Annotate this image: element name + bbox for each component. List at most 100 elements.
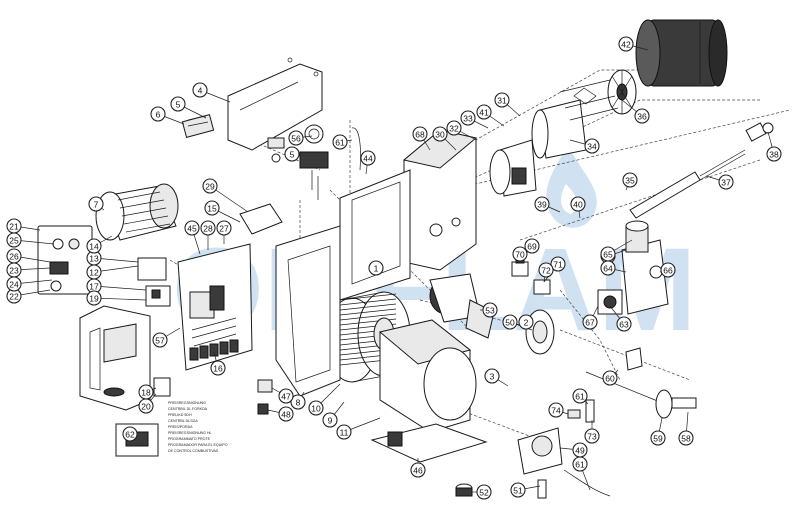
callout-number: 71 bbox=[553, 260, 563, 270]
callout-number: 61 bbox=[335, 138, 345, 148]
callout-circle bbox=[360, 150, 376, 166]
callout-7: 7 bbox=[88, 196, 104, 212]
callout-circle bbox=[538, 262, 554, 278]
callout-16: 16 bbox=[210, 360, 226, 376]
callout-circle bbox=[602, 370, 618, 386]
callout-number: 62 bbox=[125, 430, 135, 440]
callout-circle bbox=[570, 196, 586, 212]
note-box bbox=[115, 423, 159, 457]
callout-number: 3 bbox=[490, 372, 495, 382]
note-line: DE CONTROL COMBUSTIVAS bbox=[168, 449, 219, 453]
callout-63: 63 bbox=[616, 316, 632, 332]
callout-number: 50 bbox=[505, 318, 515, 328]
callout-number: 40 bbox=[573, 200, 583, 210]
pressure-gauge-part bbox=[304, 124, 324, 144]
callout-8: 8 bbox=[290, 394, 306, 410]
callout-number: 46 bbox=[413, 466, 423, 476]
callout-circle bbox=[284, 146, 300, 162]
callout-27: 27 bbox=[216, 220, 232, 236]
callout-53: 53 bbox=[482, 302, 498, 318]
blast-tube-part bbox=[635, 19, 728, 87]
callout-circle bbox=[86, 238, 102, 254]
callout-14: 14 bbox=[86, 238, 102, 254]
callout-circle bbox=[476, 104, 492, 120]
callout-21: 21 bbox=[6, 218, 22, 234]
callout-number: 24 bbox=[9, 280, 19, 290]
callout-number: 66 bbox=[663, 266, 673, 276]
callout-circle bbox=[476, 484, 492, 500]
callout-number: 68 bbox=[415, 130, 425, 140]
gas-line-guide bbox=[559, 289, 621, 381]
callout-46: 46 bbox=[410, 462, 426, 478]
callout-number: 67 bbox=[585, 318, 595, 328]
callout-number: 1 bbox=[374, 264, 379, 274]
callout-61: 61 bbox=[332, 134, 348, 150]
callout-circle bbox=[718, 174, 734, 190]
callout-circle bbox=[572, 388, 588, 404]
callouts: 1234556789101112131415161718192021222324… bbox=[6, 36, 782, 500]
callout-circle bbox=[278, 406, 294, 422]
callout-circle bbox=[192, 82, 208, 98]
callout-circle bbox=[200, 220, 216, 236]
note-line: PROGRAMADOR PARA EL EQUIPO bbox=[168, 443, 228, 447]
callout-36: 36 bbox=[634, 108, 650, 124]
callout-circle bbox=[582, 314, 598, 330]
callout-68: 68 bbox=[412, 126, 428, 142]
callout-circle bbox=[600, 246, 616, 262]
callout-64: 64 bbox=[600, 260, 616, 276]
callout-circle bbox=[548, 402, 564, 418]
callout-circle bbox=[678, 430, 694, 446]
callout-number: 27 bbox=[219, 224, 229, 234]
callout-10: 10 bbox=[308, 400, 324, 416]
callout-2: 2 bbox=[518, 314, 534, 330]
callout-circle bbox=[332, 134, 348, 150]
callout-3: 3 bbox=[484, 368, 500, 384]
callout-37: 37 bbox=[718, 174, 734, 190]
callout-number: 35 bbox=[625, 176, 635, 186]
callout-12: 12 bbox=[86, 264, 102, 280]
callout-leader bbox=[209, 185, 249, 213]
callout-circle bbox=[518, 314, 534, 330]
note-line: PREIS/PORDA bbox=[168, 425, 193, 429]
callout-circle bbox=[524, 238, 540, 254]
callout-circle bbox=[622, 172, 638, 188]
indicator-panel-part bbox=[37, 225, 93, 295]
callout-number: 11 bbox=[340, 428, 349, 438]
callout-leader bbox=[93, 297, 147, 301]
callout-circle bbox=[288, 130, 304, 146]
callout-circle bbox=[210, 360, 226, 376]
callout-circle bbox=[122, 426, 138, 442]
callout-number: 44 bbox=[363, 154, 373, 164]
callout-45: 45 bbox=[184, 220, 200, 236]
callout-35: 35 bbox=[622, 172, 638, 188]
callout-number: 10 bbox=[311, 404, 321, 414]
gas-valve-train-part bbox=[597, 220, 669, 315]
note-line: PRELIKD 5DH bbox=[168, 413, 192, 417]
callout-number: 21 bbox=[9, 222, 19, 232]
nozzle-fitting-part bbox=[745, 122, 774, 142]
callout-circle bbox=[336, 424, 352, 440]
callout-15: 15 bbox=[204, 200, 220, 216]
ignition-transformer-parts bbox=[257, 379, 273, 415]
callout-number: 49 bbox=[575, 446, 585, 456]
callout-66: 66 bbox=[660, 262, 676, 278]
callout-72: 72 bbox=[538, 262, 554, 278]
callout-circle bbox=[534, 196, 550, 212]
bracket-parts bbox=[567, 399, 595, 423]
callout-circle bbox=[650, 430, 666, 446]
callout-number: 20 bbox=[141, 402, 151, 412]
callout-57: 57 bbox=[152, 332, 168, 348]
callout-number: 29 bbox=[205, 182, 215, 192]
combustion-head-part bbox=[489, 79, 619, 197]
callout-number: 34 bbox=[587, 142, 597, 152]
callout-circle bbox=[6, 248, 22, 264]
callout-number: 52 bbox=[479, 488, 489, 498]
callout-number: 30 bbox=[435, 130, 445, 140]
callout-number: 4 bbox=[198, 86, 203, 96]
callout-39: 39 bbox=[534, 196, 550, 212]
switch-cover-part bbox=[239, 203, 283, 235]
callout-circle bbox=[368, 260, 384, 276]
callout-19: 19 bbox=[86, 290, 102, 306]
callout-65: 65 bbox=[600, 246, 616, 262]
